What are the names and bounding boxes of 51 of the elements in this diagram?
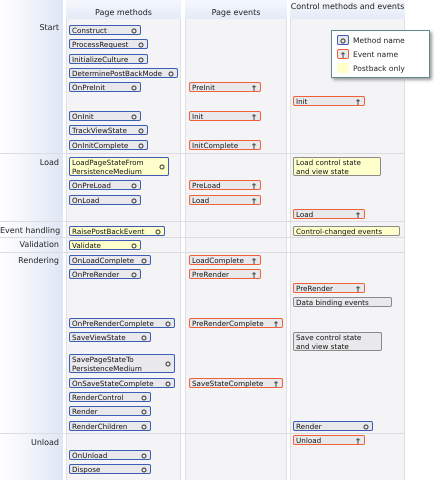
method-box (69, 255, 151, 265)
method-box (69, 25, 141, 35)
stage-label: Rendering (17, 256, 59, 265)
event-box (293, 283, 365, 293)
event-box (189, 255, 261, 265)
event-box (189, 111, 261, 121)
stage-label: Unload (30, 438, 59, 447)
method-box (69, 450, 151, 460)
method-box (69, 421, 151, 431)
method-box (69, 406, 151, 416)
event-box (293, 209, 365, 219)
stage-label: Start (38, 23, 59, 32)
method-box (69, 332, 151, 342)
method-box (69, 157, 169, 176)
event-box (189, 318, 283, 328)
event-box (293, 435, 365, 445)
event-box (189, 180, 261, 190)
method-box (69, 125, 148, 135)
method-box (293, 421, 373, 431)
event-box (189, 140, 261, 150)
method-box (69, 354, 175, 373)
stage-label: Validation (18, 240, 59, 249)
column-header: Page methods (94, 8, 153, 17)
event-box (293, 96, 365, 106)
event-box (189, 269, 261, 279)
step-box (293, 157, 381, 176)
stage-label: Load (38, 158, 59, 167)
method-box (69, 39, 148, 49)
event-box (189, 378, 283, 388)
method-box (69, 180, 141, 190)
method-box (69, 54, 148, 64)
method-box (69, 240, 141, 250)
method-box (69, 195, 141, 205)
step-box (293, 297, 392, 307)
step-box (293, 226, 400, 236)
method-box (69, 464, 151, 474)
event-box (189, 195, 261, 205)
method-box (69, 111, 141, 121)
step-box (293, 332, 382, 351)
method-box (69, 392, 151, 402)
event-box (189, 82, 261, 92)
method-box (69, 82, 141, 92)
method-box (69, 318, 175, 328)
method-box (69, 269, 141, 279)
column-header: Control methods and events (290, 2, 405, 11)
method-box (69, 68, 178, 78)
column-header: Page events (210, 8, 262, 17)
method-box (69, 140, 148, 150)
stage-label: Event handling (0, 226, 59, 235)
method-box (69, 378, 175, 388)
method-box (69, 226, 165, 236)
